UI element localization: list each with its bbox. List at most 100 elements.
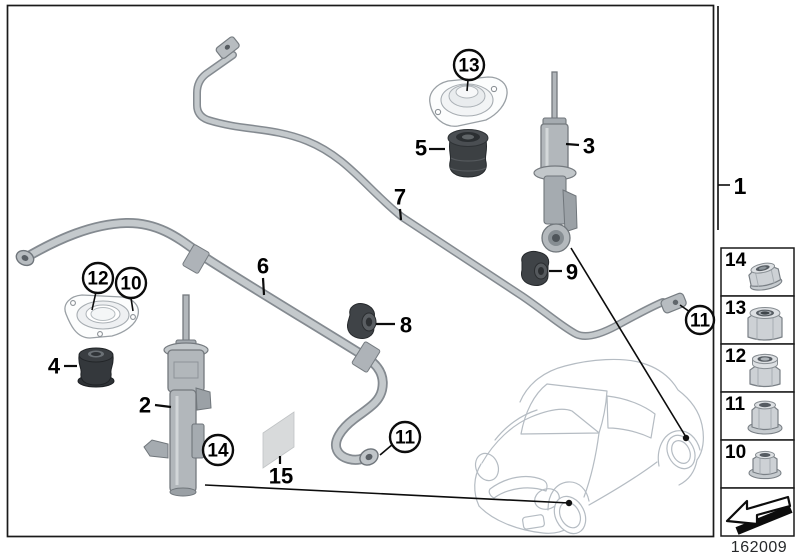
bushing-hole — [91, 352, 101, 356]
front-spring-strut — [143, 294, 212, 497]
nut-facets — [758, 406, 772, 429]
flange-nut-icon — [747, 400, 783, 435]
callout-13-circle[interactable] — [452, 48, 486, 82]
legend-item-number: 12 — [725, 346, 746, 367]
side-tab — [195, 387, 212, 411]
pointer-dot-front — [565, 499, 573, 507]
car-roofline — [519, 358, 704, 486]
car-rear-wheel — [666, 434, 696, 470]
bushing-body — [78, 355, 114, 386]
car-grille — [488, 476, 548, 499]
callout-10-circle[interactable] — [114, 266, 148, 300]
callout-12-label[interactable]: 12 — [87, 269, 108, 290]
legend-sidebar: 14 13 12 — [720, 247, 795, 556]
callouts: 7 5 3 9 8 4 2 6 15 13 12 10 14 11 — [48, 48, 716, 489]
callout-15-label[interactable]: 15 — [269, 464, 293, 489]
stabilizer-rubber-mount-rear — [521, 251, 550, 286]
callout-11b-circle[interactable] — [684, 304, 716, 336]
pointer-line-rear — [570, 247, 687, 438]
callout-3-label[interactable]: 3 — [583, 134, 595, 159]
car-rear-wheel-arch — [657, 430, 701, 467]
callout-12-circle[interactable] — [81, 261, 115, 295]
callout-1-label[interactable]: 1 — [734, 173, 747, 199]
rear-bar-left-tab — [215, 36, 240, 59]
car-silhouette — [474, 358, 704, 535]
bar-collar — [351, 341, 381, 373]
tab-hole — [224, 44, 231, 50]
rear-stabilizer-bar — [193, 36, 687, 340]
callout-11-circle[interactable] — [388, 420, 422, 454]
eye-hole — [552, 234, 560, 242]
car-headlight-right — [534, 488, 560, 510]
legend-item-10[interactable]: 10 — [720, 439, 795, 489]
car-number-plate — [522, 514, 545, 530]
self-locking-nut-icon — [747, 307, 783, 341]
callout-8-label[interactable]: 8 — [400, 313, 412, 338]
front-bar-left-eyelet — [15, 249, 35, 267]
leader-line — [565, 142, 580, 147]
piston-rod — [182, 294, 190, 348]
flange-nut-icon — [748, 450, 782, 480]
rib — [449, 167, 487, 172]
car-front-wheel — [553, 495, 587, 535]
callout-11-label[interactable]: 11 — [395, 428, 416, 449]
callout-9-label[interactable]: 9 — [566, 260, 578, 285]
arrow-head — [725, 495, 792, 526]
callout-6-label[interactable]: 6 — [257, 254, 269, 279]
callout-13-label[interactable]: 13 — [458, 56, 479, 77]
tube-bottom — [169, 487, 197, 497]
legend-item-14[interactable]: 14 — [720, 247, 795, 297]
callout-14-circle[interactable] — [201, 433, 235, 467]
nut-facets — [759, 456, 771, 474]
pointer-dot-rear — [682, 434, 690, 442]
callout-2-label[interactable]: 2 — [139, 393, 151, 418]
arrow-base-bar — [735, 505, 793, 535]
legend-item-number: 10 — [725, 442, 746, 463]
diagram-border — [6, 4, 715, 538]
diagram-number: 162009 — [731, 539, 787, 556]
mount-bore — [538, 267, 544, 275]
eyelet-hole — [365, 453, 373, 461]
front-bar-right-eyelet — [359, 448, 379, 466]
eyelet-hole — [21, 255, 29, 261]
stop-body — [448, 139, 488, 178]
piston-rod — [551, 71, 558, 123]
left-bracket — [143, 439, 169, 459]
bar-collar — [182, 244, 210, 274]
nut-ring — [760, 357, 770, 361]
callout-7-label[interactable]: 7 — [394, 185, 406, 210]
front-support-bearing-plate — [64, 294, 140, 339]
car-headlight-left — [474, 452, 500, 482]
legend-item-number: 11 — [725, 394, 746, 415]
nut-bore — [760, 311, 770, 315]
legend-item-12[interactable]: 12 — [720, 343, 795, 393]
bolt-hole — [434, 108, 442, 116]
rib — [450, 157, 486, 162]
bolt-hole — [490, 85, 498, 93]
pointer-line-front — [204, 484, 570, 504]
car-rear-wheel-rim — [671, 440, 691, 464]
bump-stop — [447, 129, 489, 178]
nut-thread — [758, 266, 767, 270]
legend-item-number: 14 — [725, 250, 747, 271]
top-hole — [462, 134, 474, 140]
callout-11b-label[interactable]: 11 — [690, 311, 711, 332]
callout-10-label[interactable]: 10 — [120, 274, 141, 295]
tab-hole — [672, 299, 679, 306]
lower-body — [543, 175, 567, 225]
legend-item-11[interactable]: 11 — [720, 391, 795, 441]
callout-14-label[interactable]: 14 — [207, 441, 229, 462]
mount-bore — [365, 317, 373, 327]
location-pointers — [204, 247, 690, 507]
car-bonnet-crease — [494, 409, 538, 441]
legend-item-13[interactable]: 13 — [720, 295, 795, 345]
rear-bar-right-tab — [660, 292, 687, 314]
rear-bar-body — [194, 52, 666, 339]
callout-4-label[interactable]: 4 — [48, 354, 61, 379]
leader-line — [379, 443, 394, 456]
nut-hole — [759, 453, 771, 457]
callout-5-label[interactable]: 5 — [415, 136, 427, 161]
front-stabilizer-bar — [15, 217, 388, 466]
upper-housing — [167, 349, 205, 393]
label-sticker — [262, 411, 295, 469]
